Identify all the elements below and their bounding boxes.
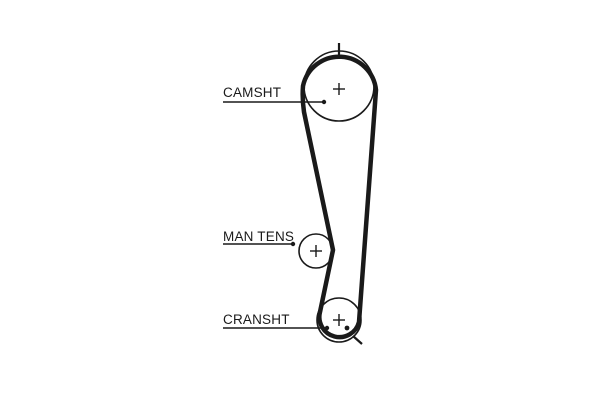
crankshaft-center-cross [333,314,345,326]
timing-belt [300,54,379,340]
crankshaft-dot [344,325,350,331]
camshaft-center-cross [333,83,345,95]
crankshaft-leader-dot [324,325,330,331]
crankshaft-timing-mark [352,335,363,345]
camshaft-label: CAMSHT [223,85,281,100]
camshaft-leader-dot [321,99,327,105]
tensioner-center-cross [310,245,322,257]
manual-tensioner-label: MAN TENS [223,229,294,244]
tensioner-leader-dot [290,241,296,247]
crankshaft-label: CRANSHT [223,312,290,327]
